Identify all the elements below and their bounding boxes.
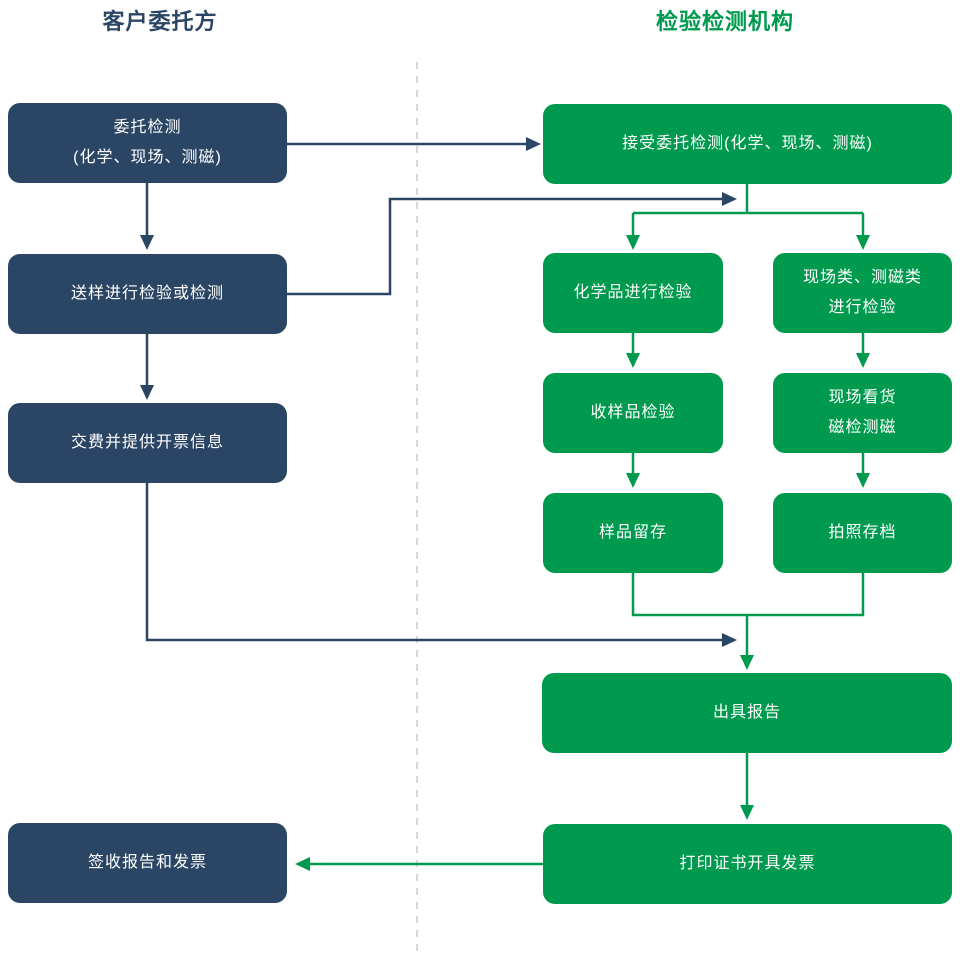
node-send-sample: 送样进行检验或检测 bbox=[8, 254, 287, 334]
node-receive-sample-inspect: 收样品检验 bbox=[543, 373, 723, 453]
node-pay-and-invoice-info: 交费并提供开票信息 bbox=[8, 403, 287, 483]
node-site-view-goods-magnetic: 现场看货 磁检测磁 bbox=[773, 373, 952, 453]
node-entrust-testing: 委托检测 (化学、现场、测磁) bbox=[8, 103, 287, 183]
merge-join-line bbox=[631, 573, 865, 617]
branch-split-line bbox=[633, 184, 863, 215]
node-sample-retention: 样品留存 bbox=[543, 493, 723, 573]
node-accept-entrust: 接受委托检测(化学、现场、测磁) bbox=[543, 104, 952, 184]
right-column-title: 检验检测机构 bbox=[655, 9, 794, 34]
node-site-magnetic-inspection: 现场类、测磁类 进行检验 bbox=[773, 253, 952, 333]
node-sign-receive-report: 签收报告和发票 bbox=[8, 823, 287, 903]
node-issue-report: 出具报告 bbox=[542, 673, 952, 753]
node-chemical-inspection: 化学品进行检验 bbox=[543, 253, 723, 333]
left-column-title: 客户委托方 bbox=[102, 9, 218, 34]
node-photo-archive: 拍照存档 bbox=[773, 493, 952, 573]
node-print-certificate-invoice: 打印证书开具发票 bbox=[543, 824, 952, 904]
